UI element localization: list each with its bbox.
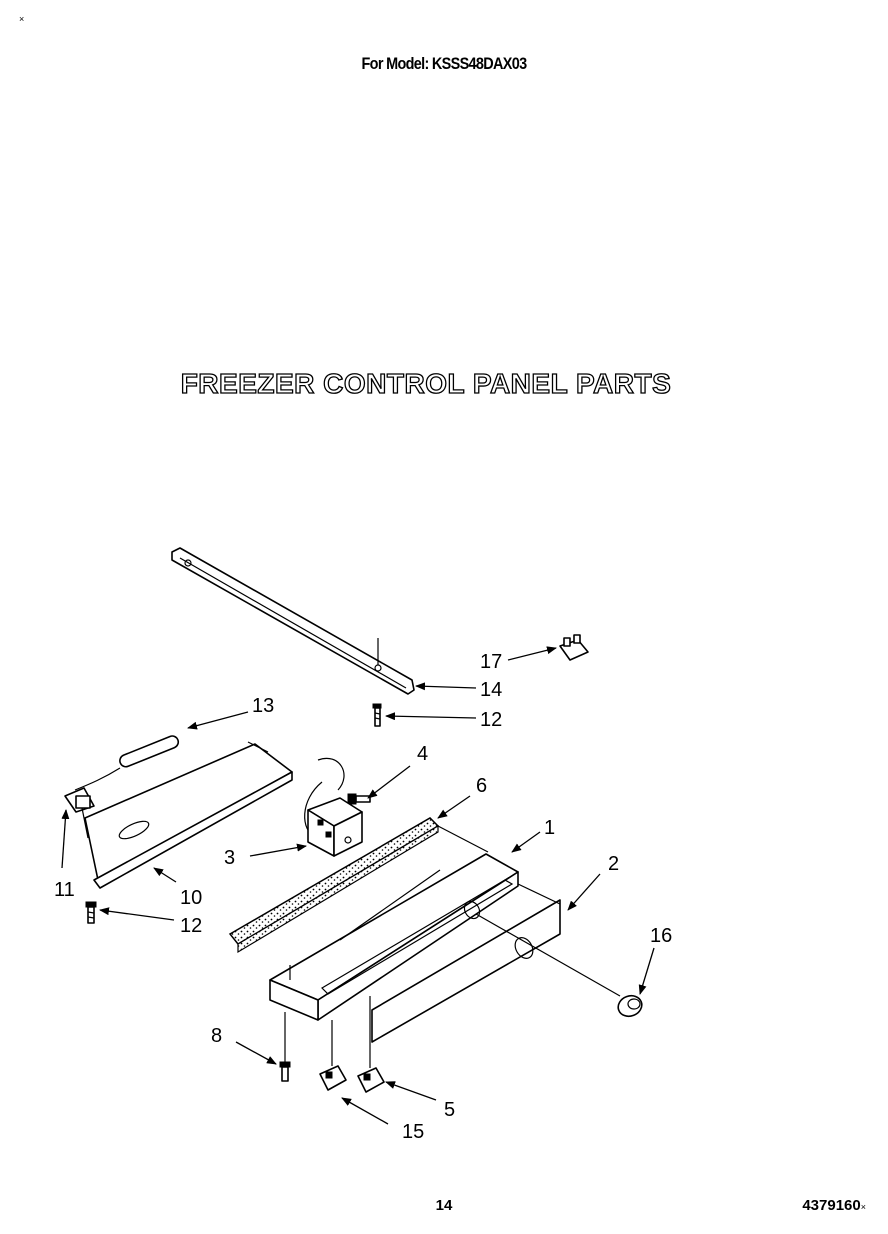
- part-15-switch: [319, 1020, 347, 1091]
- part-3-thermostat: [304, 757, 363, 857]
- document-number: 4379160×: [802, 1197, 866, 1214]
- part-11-clip: [64, 787, 95, 839]
- page-number: 14: [435, 1197, 453, 1214]
- callout-2: 2: [608, 853, 619, 875]
- part-16-knob: [475, 913, 643, 1018]
- callout-4: 4: [417, 743, 428, 765]
- part-8-screw: [279, 1012, 291, 1082]
- page-title: FREEZER CONTROL PANEL PARTS: [180, 367, 672, 399]
- callout-17: 17: [480, 651, 502, 673]
- callout-12-lower: 12: [180, 915, 202, 937]
- model-line: For Model: KSSS48DAX03: [361, 54, 528, 73]
- callout-14: 14: [480, 679, 502, 701]
- part-12-screw-lower: [85, 901, 97, 924]
- part-14-bracket: [171, 547, 415, 695]
- callout-1: 1: [544, 817, 555, 839]
- callout-13: 13: [252, 695, 274, 717]
- callout-11: 11: [54, 879, 75, 901]
- part-1-housing: [269, 853, 519, 1021]
- part-6-foam-strip: [228, 817, 489, 954]
- callout-10: 10: [180, 887, 202, 909]
- callout-5: 5: [444, 1099, 455, 1121]
- callout-15: 15: [402, 1121, 424, 1143]
- callout-16: 16: [650, 925, 672, 947]
- part-12-screw-upper: [372, 703, 382, 727]
- part-13-sensor: [74, 735, 180, 791]
- document-number-suffix: ×: [860, 1202, 866, 1212]
- part-4-screw: [347, 793, 371, 805]
- leader-lines: [61, 646, 655, 1125]
- part-17-clip: [559, 634, 589, 661]
- callout-6: 6: [476, 775, 487, 797]
- callout-3: 3: [224, 847, 235, 869]
- callout-8: 8: [211, 1025, 222, 1047]
- part-10-plate: [84, 741, 293, 889]
- corner-registration-mark: ×: [19, 14, 25, 24]
- document-number-text: 4379160: [802, 1197, 861, 1214]
- callout-12-upper: 12: [480, 709, 502, 731]
- part-5-switch: [357, 996, 385, 1093]
